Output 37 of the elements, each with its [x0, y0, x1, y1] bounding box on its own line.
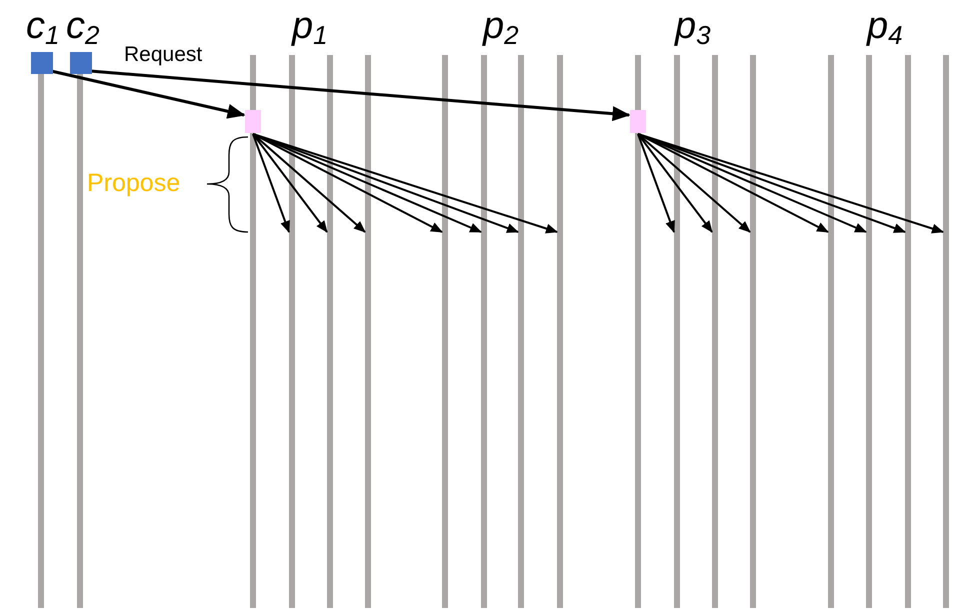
timeline-bar: [635, 55, 641, 608]
timeline-bar: [557, 55, 563, 608]
arrow: [252, 133, 328, 233]
timeline-bar: [674, 55, 680, 608]
arrow: [637, 134, 675, 233]
timeline-label: p$_{1}$: [292, 6, 328, 52]
timeline-bar: [365, 55, 371, 608]
timeline-label: c$_{1}$: [26, 6, 60, 52]
timeline-label: p$_{2}$: [483, 6, 519, 52]
process-square: [70, 52, 92, 74]
timeline-bar: [327, 55, 333, 608]
timeline-bar: [750, 55, 756, 608]
timeline-bar: [38, 74, 44, 608]
arrow: [90, 70, 630, 122]
timeline-bar: [481, 55, 487, 608]
event-square: [245, 110, 261, 133]
arrow: [252, 134, 290, 233]
timeline-bar: [866, 55, 872, 608]
timeline-label: p$_{4}$: [867, 6, 903, 52]
timeline-bar: [442, 55, 448, 608]
timeline-bar: [77, 74, 83, 608]
timeline-bar: [289, 55, 295, 608]
timeline-label: p$_{3}$: [675, 6, 711, 52]
timeline-bar: [518, 55, 524, 608]
event-square: [630, 110, 646, 133]
timeline-bar: [905, 55, 911, 608]
arrow: [637, 133, 713, 233]
process-square: [31, 52, 53, 74]
phase-label: Propose: [87, 169, 180, 197]
timeline-bar: [828, 55, 834, 608]
arrow: [252, 133, 443, 233]
arrow: [638, 133, 829, 233]
timeline-label: c$_{2}$: [66, 6, 100, 52]
arrow: [50, 70, 246, 119]
timeline-bar: [712, 55, 718, 608]
timeline-bar: [943, 55, 949, 608]
timeline-bar: [250, 55, 256, 608]
